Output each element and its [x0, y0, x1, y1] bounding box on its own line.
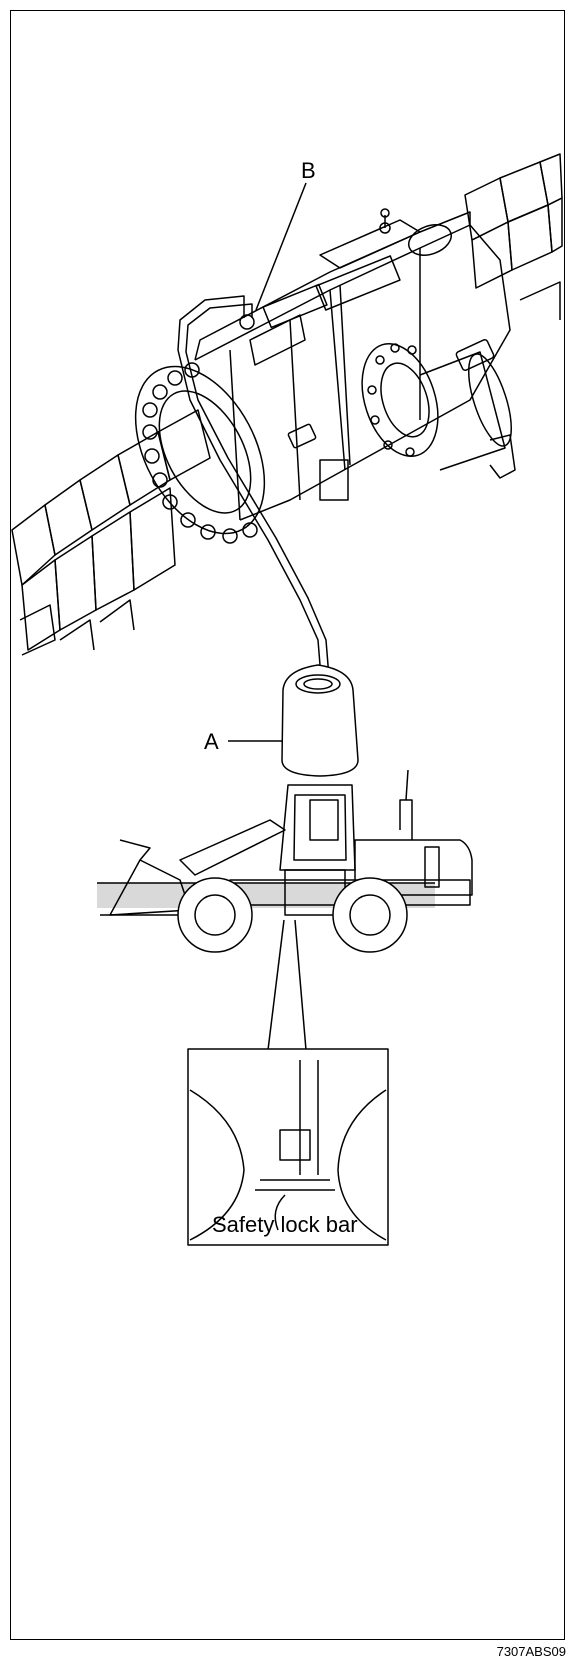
safety-lock-bar-caption: Safety lock bar [212, 1212, 358, 1237]
axle-drawing [11, 153, 563, 777]
bleeder-screw [239, 314, 255, 330]
left-hub [134, 362, 266, 544]
label-a: A [204, 729, 219, 754]
axle-housing [194, 208, 511, 521]
zoom-line-right [294, 919, 307, 1051]
front-wheel [177, 877, 253, 953]
lock-bar-leader [274, 1194, 286, 1231]
wheel-loader-drawing [97, 769, 473, 1246]
figure-frame [10, 10, 565, 1640]
bleed-hose [177, 295, 331, 691]
bleed-container [281, 664, 359, 777]
leader-b [255, 182, 307, 311]
detail-box [187, 1048, 389, 1246]
left-tire-tread [11, 409, 211, 656]
figure-code: 7307ABS09 [496, 1644, 566, 1659]
zoom-line-left [267, 919, 285, 1051]
label-b: B [301, 158, 316, 183]
rear-wheel [332, 877, 408, 953]
pinion-flange [361, 343, 516, 479]
